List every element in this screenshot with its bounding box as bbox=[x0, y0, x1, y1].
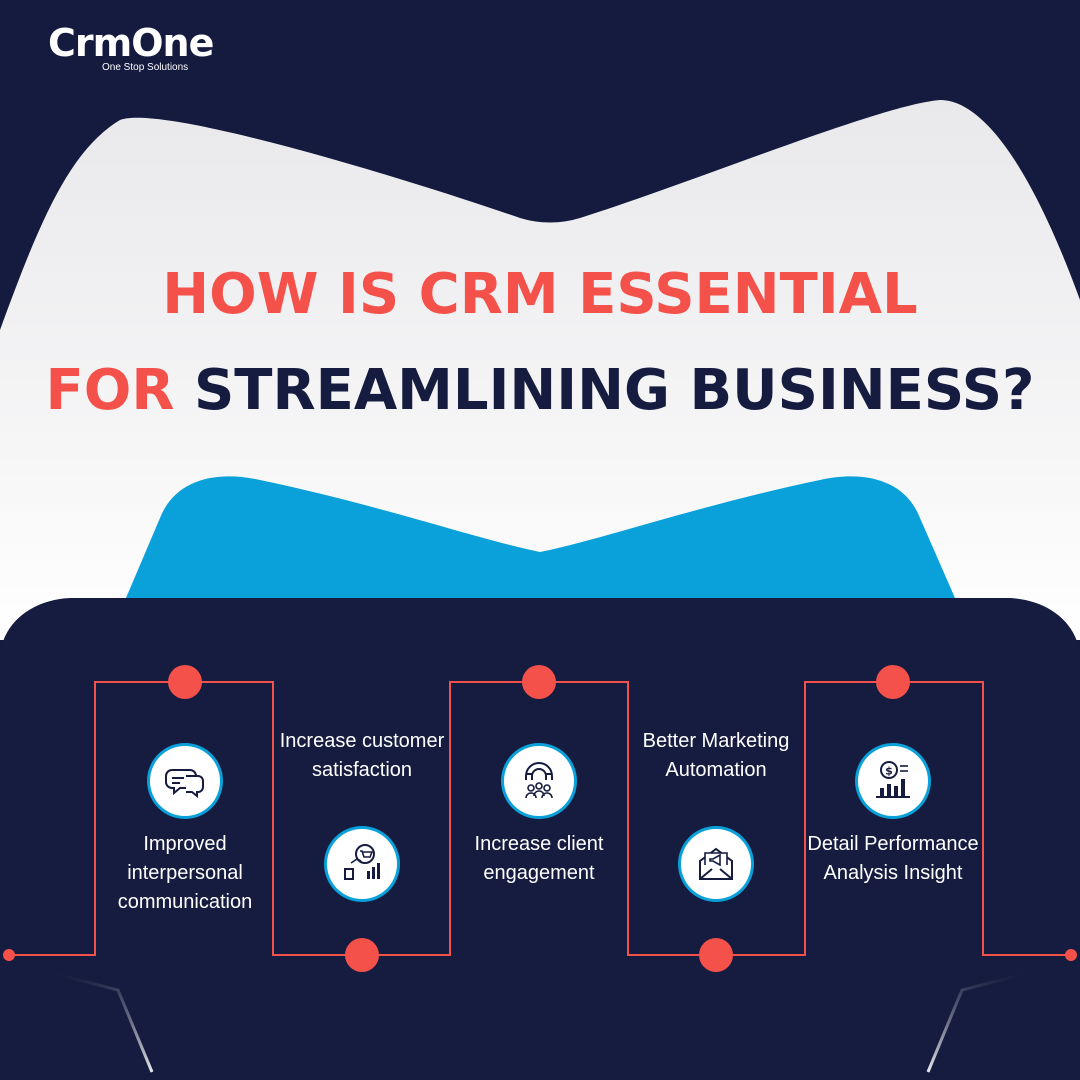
step-label-communication: Improved interpersonal communication bbox=[117, 833, 253, 913]
step-label-marketing-automation: Better Marketing Automation bbox=[642, 730, 790, 781]
headline-rest: STREAMLINING BUSINESS? bbox=[193, 358, 1035, 423]
headline-accent-word: FOR bbox=[45, 358, 175, 423]
blue-band bbox=[126, 476, 955, 598]
step-label-performance-analysis: Detail Performance Analysis Insight bbox=[807, 833, 979, 884]
light-streak-left bbox=[47, 970, 154, 1073]
logo-tagline: One Stop Solutions bbox=[102, 62, 189, 73]
timeline-end-dot-right bbox=[1065, 949, 1077, 961]
megaphone-envelope-icon bbox=[681, 829, 751, 899]
timeline-node bbox=[876, 665, 910, 699]
brand-logo: CrmOne One Stop Solutions bbox=[48, 18, 214, 78]
timeline-node bbox=[699, 938, 733, 972]
dollar-chart-icon: $ bbox=[858, 746, 928, 816]
timeline-node bbox=[345, 938, 379, 972]
timeline-node bbox=[522, 665, 556, 699]
chat-bubbles-icon bbox=[150, 746, 220, 816]
shopping-growth-icon bbox=[327, 829, 397, 899]
timeline-end-dot-left bbox=[3, 949, 15, 961]
svg-text:$: $ bbox=[885, 765, 893, 778]
light-streak-right bbox=[926, 970, 1033, 1073]
step-label-engagement: Increase client engagement bbox=[474, 833, 604, 884]
magnet-people-icon bbox=[504, 746, 574, 816]
navy-bottom-panel bbox=[0, 598, 1080, 1080]
headline-line-1: HOW IS CRM ESSENTIAL bbox=[162, 262, 918, 327]
timeline-node bbox=[168, 665, 202, 699]
logo-wordmark: CrmOne bbox=[48, 21, 214, 65]
headline-line-2: FOR STREAMLINING BUSINESS? bbox=[0, 358, 1080, 424]
step-label-satisfaction: Increase customer satisfaction bbox=[279, 730, 445, 781]
